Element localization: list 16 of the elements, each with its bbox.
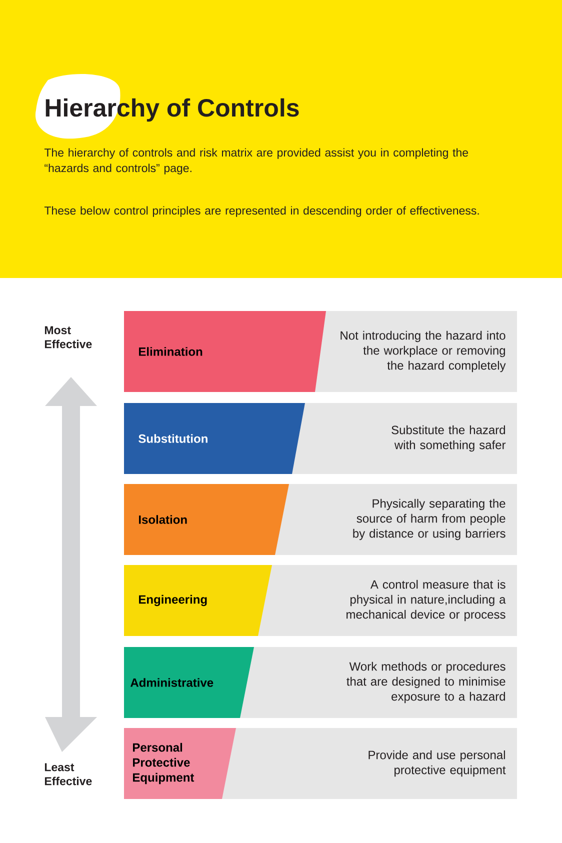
description-box: Substitute the hazard with something safer xyxy=(282,403,517,474)
description-box: A control measure that is physical in nature,including a mechanical device or process xyxy=(248,565,517,636)
description-box: Not introducing the hazard into the workplace or removing the hazard completely xyxy=(305,311,517,392)
description-box: Physically separating the source of harm from people by distance or using barriers xyxy=(265,484,517,555)
intro-paragraph: These below control principles are represented in descending order of effectiveness. xyxy=(44,206,479,217)
description-box: Provide and use personal protective equipment xyxy=(212,728,517,799)
description-box: Work methods or procedures that are designed to minimise exposure to a hazard xyxy=(230,647,517,718)
control-box: Isolation xyxy=(124,484,289,555)
control-box: Personal Protective Equipment xyxy=(124,728,236,799)
scale-label: Most Effective xyxy=(44,326,92,348)
control-box: Substitution xyxy=(124,403,305,474)
control-box: Engineering xyxy=(124,565,272,636)
intro-paragraph: The hierarchy of controls and risk matrix are provided assist you in completing the “hazards and controls” page. xyxy=(44,148,468,174)
control-box: Administrative xyxy=(124,647,254,718)
control-box: Elimination xyxy=(124,311,326,392)
scale-label: Least Effective xyxy=(44,763,92,786)
